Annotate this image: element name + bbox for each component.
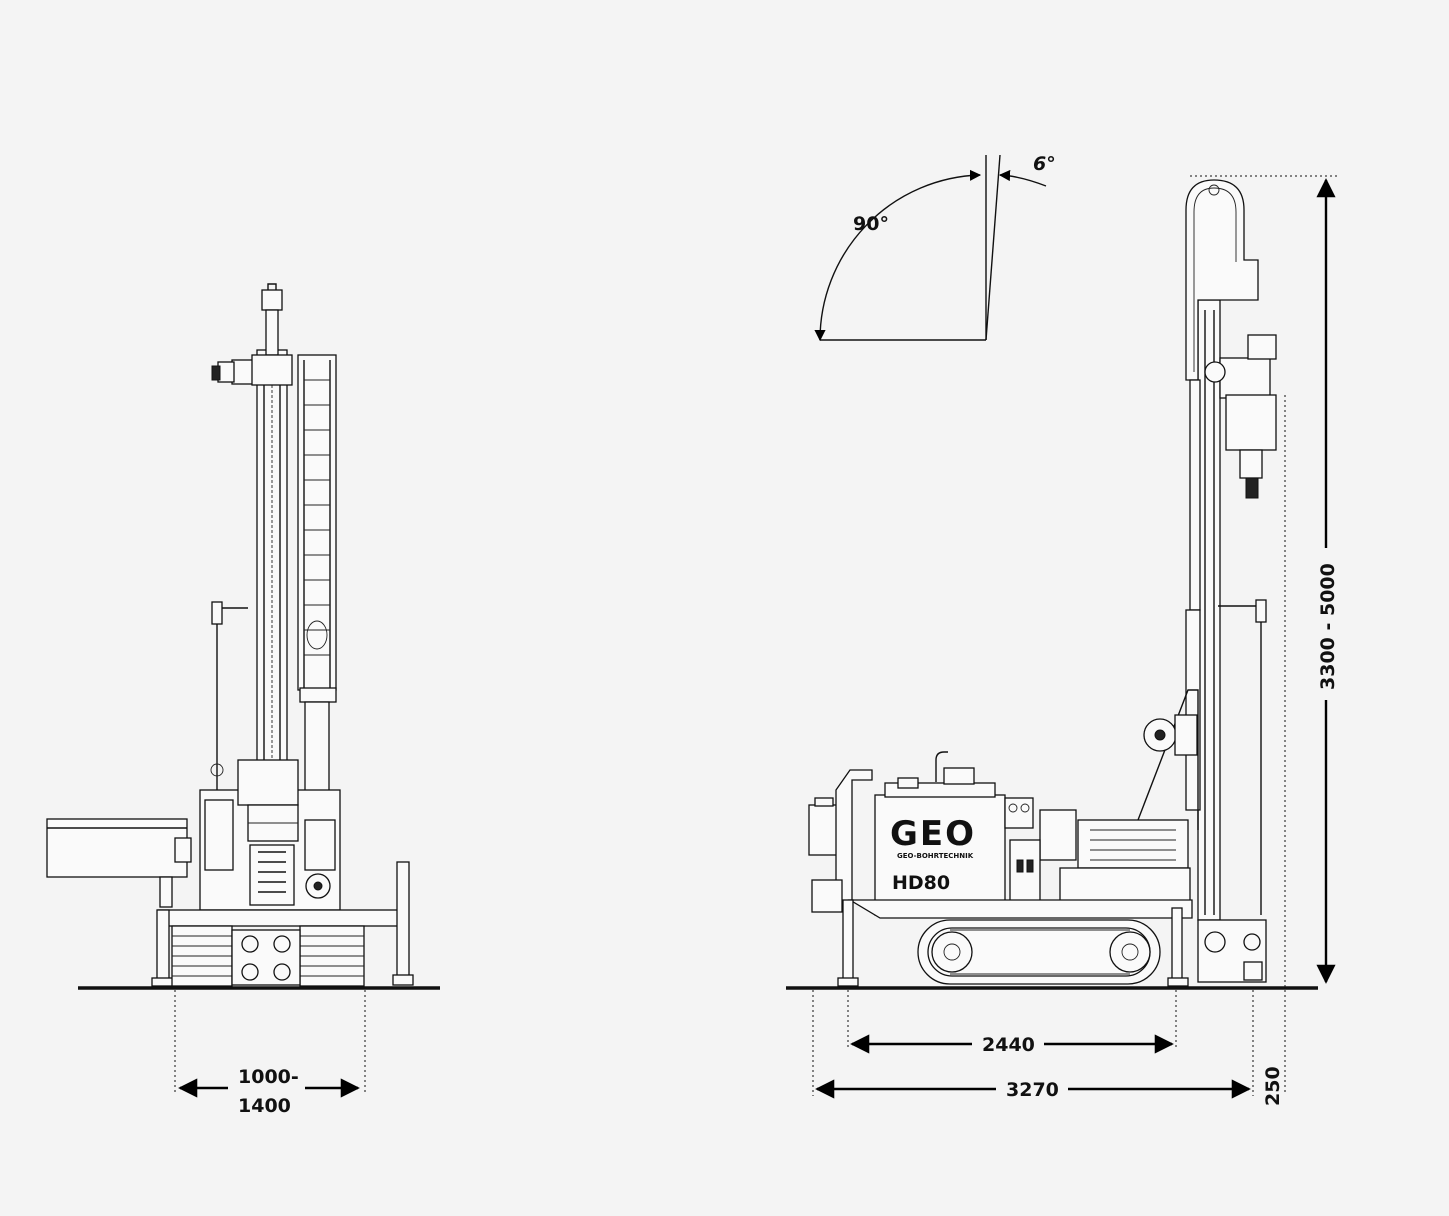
model-label: HD80 bbox=[892, 872, 950, 894]
front-width-dimension: 1000- 1400 bbox=[178, 1066, 360, 1117]
side-engine-housing bbox=[874, 751, 1006, 916]
offset-dimension: 250 bbox=[1262, 1066, 1284, 1106]
front-cable-chain bbox=[297, 354, 337, 793]
offset-label: 250 bbox=[1262, 1066, 1284, 1106]
side-mast bbox=[1185, 179, 1259, 921]
geo-logo-subtitle: GEO-BOHRTECHNIK bbox=[897, 852, 974, 860]
angle-90-label: 90° bbox=[853, 213, 889, 235]
front-top-drive bbox=[211, 354, 293, 386]
front-outrigger-beam bbox=[151, 861, 414, 987]
side-drill-head bbox=[1204, 334, 1277, 499]
track-length-dimension: 2440 bbox=[850, 1034, 1174, 1056]
overall-length-dimension: 3270 bbox=[815, 1079, 1251, 1101]
front-side-box bbox=[46, 818, 192, 908]
side-mast-base bbox=[1197, 919, 1267, 983]
side-crawler-track bbox=[917, 919, 1161, 985]
side-rear-tank bbox=[808, 769, 873, 913]
side-hoist-line bbox=[1218, 599, 1267, 915]
angle-6-label: 6° bbox=[1033, 153, 1056, 175]
geo-logo: GEO bbox=[890, 814, 976, 854]
mast-height-dimension: 3300 - 5000 bbox=[1316, 178, 1339, 984]
side-control-panel bbox=[1004, 797, 1077, 911]
front-width-label-line2: 1400 bbox=[238, 1095, 291, 1117]
side-rod-handler bbox=[1059, 819, 1191, 909]
front-track-right bbox=[299, 925, 365, 987]
overall-length-label: 3270 bbox=[1006, 1079, 1059, 1101]
side-mast-support bbox=[1137, 689, 1199, 830]
front-track-center bbox=[231, 929, 301, 986]
mast-height-label: 3300 - 5000 bbox=[1317, 563, 1339, 690]
side-view-drilling-rig: GEO GEO-BOHRTECHNIK HD80 bbox=[786, 175, 1340, 1106]
front-width-label-line1: 1000- bbox=[238, 1066, 299, 1088]
front-view-drilling-rig: 1000- 1400 bbox=[46, 283, 440, 1117]
front-track-left bbox=[171, 925, 233, 987]
mast-angle-diagram: 90° 6° bbox=[814, 153, 1056, 342]
front-hoist-line bbox=[210, 601, 248, 800]
side-chassis bbox=[837, 899, 1193, 987]
front-body bbox=[199, 759, 341, 911]
track-length-label: 2440 bbox=[982, 1034, 1035, 1056]
